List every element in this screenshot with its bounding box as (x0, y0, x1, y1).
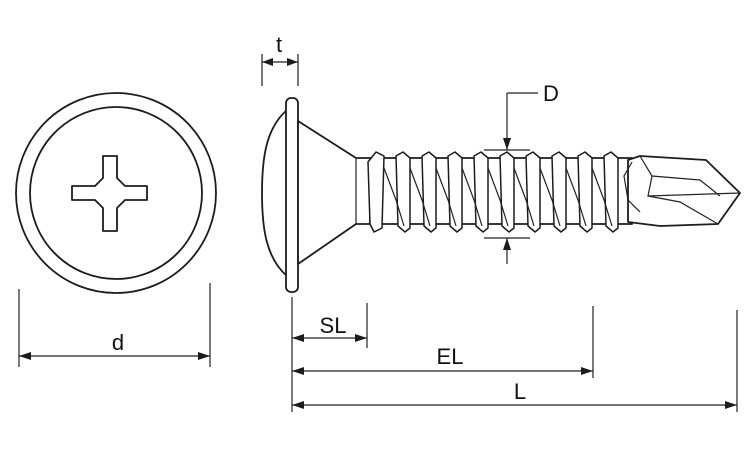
screw-head-dome (261, 109, 288, 277)
label-SL: SL (320, 313, 347, 338)
screw-head-flange (285, 97, 299, 293)
phillips-recess-icon (71, 155, 148, 232)
thread-helix-lines (383, 167, 613, 227)
label-D: D (543, 81, 559, 106)
drill-point (627, 155, 741, 227)
dimension-lengths: SL EL L (291, 297, 738, 412)
dimension-D: D (484, 81, 559, 264)
label-EL: EL (437, 344, 464, 369)
dimension-t: t (261, 32, 299, 86)
label-d: d (112, 330, 124, 355)
label-L: L (514, 379, 526, 404)
screw-side-view (261, 97, 741, 293)
screw-shank (297, 120, 373, 265)
screw-head-top-view (15, 92, 217, 294)
label-t: t (276, 32, 282, 57)
dimension-d: d (18, 283, 211, 367)
